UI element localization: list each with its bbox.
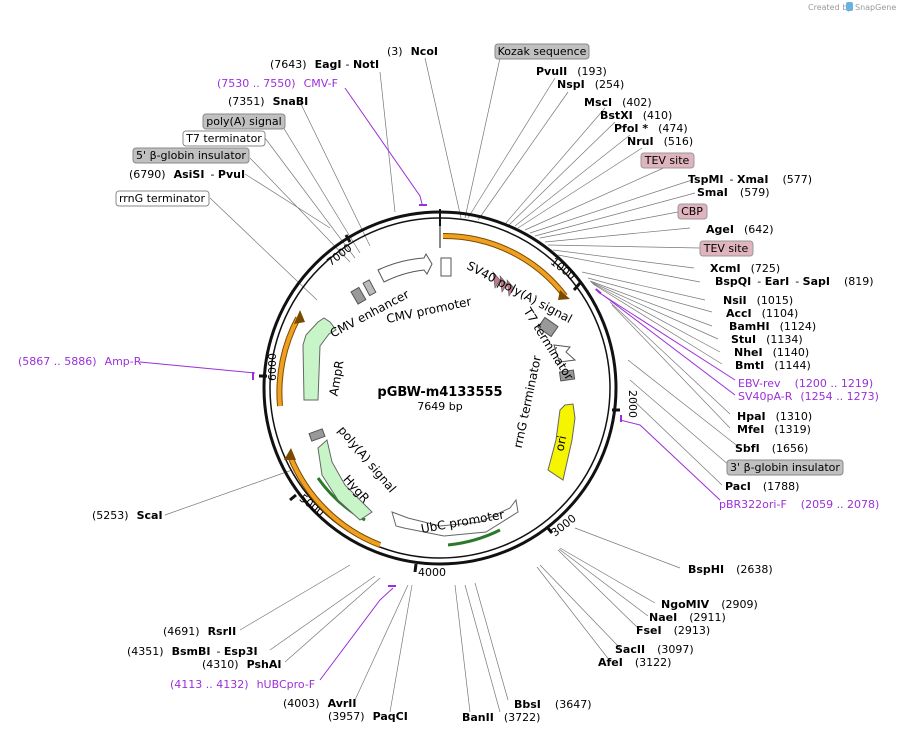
orange-arcs	[277, 233, 567, 547]
site-ngomiv[interactable]: NgoMIV(2909)	[661, 598, 758, 611]
site-nsii[interactable]: NsiI(1015)	[723, 294, 793, 307]
site-msci[interactable]: MscI(402)	[584, 96, 652, 109]
primer-marks	[252, 204, 622, 587]
tick-3000: 3000	[549, 512, 579, 539]
site-nspi[interactable]: NspI(254)	[557, 78, 624, 91]
t7-feature	[553, 344, 577, 363]
site-bmti[interactable]: BmtI(1144)	[735, 359, 811, 372]
tick-4000: 4000	[418, 566, 446, 579]
gray-feature-1	[350, 286, 367, 305]
cbp-text: CBP	[681, 205, 703, 218]
rrng-arc-label: rrnG terminator	[511, 354, 544, 449]
feature-box-polya[interactable]: poly(A) signal	[202, 113, 286, 130]
site-pfoi[interactable]: PfoI *(474)	[614, 122, 688, 135]
ori-label: ori	[552, 434, 569, 452]
feature-box-tev2[interactable]: TEV site	[699, 240, 754, 257]
site-eagi[interactable]: (7643)EagI- NotI	[270, 58, 379, 71]
site-agei[interactable]: AgeI(642)	[706, 223, 774, 236]
kozak-text: Kozak sequence	[498, 45, 587, 58]
tev2-text: TEV site	[703, 242, 749, 255]
site-ncoi[interactable]: (3)NcoI	[387, 45, 438, 58]
arc-arrow-1	[558, 290, 570, 300]
tev1-text: TEV site	[644, 154, 690, 167]
gray-feature-4	[558, 369, 576, 382]
site-hpai[interactable]: HpaI(1310)	[737, 410, 812, 423]
site-afei[interactable]: AfeI(3122)	[598, 656, 671, 669]
gray-feature-5	[308, 428, 326, 442]
primer-hubc[interactable]: (4113 .. 4132)hUBCpro-F	[170, 678, 315, 691]
site-asisi[interactable]: (6790)AsiSI- PvuI	[129, 168, 245, 181]
bglob3-text: 3' β-globin insulator	[730, 461, 840, 474]
site-stui[interactable]: StuI(1134)	[731, 333, 803, 346]
primer-ebvrev[interactable]: EBV-rev(1200 .. 1219)	[738, 377, 873, 390]
site-xcmi[interactable]: XcmI(725)	[710, 262, 780, 275]
pink-features	[492, 271, 515, 297]
primer-lines	[139, 87, 736, 681]
site-nrui[interactable]: NruI(516)	[627, 135, 693, 148]
site-bsphi[interactable]: BspHI(2638)	[688, 563, 773, 576]
hygr-feature	[317, 439, 373, 521]
site-banii[interactable]: BanII(3722)	[462, 711, 540, 724]
bglob5-text: 5' β-globin insulator	[136, 149, 246, 162]
primer-sv40pa[interactable]: SV40pA-R(1254 .. 1273)	[738, 390, 879, 403]
site-nhei[interactable]: NheI(1140)	[734, 346, 809, 359]
snapgene-logo-icon	[846, 2, 853, 11]
major-ticks	[259, 234, 620, 573]
site-paqci[interactable]: (3957)PaqCI	[328, 710, 408, 723]
site-sbfi[interactable]: SbfI(1656)	[735, 442, 808, 455]
site-smai[interactable]: SmaI(579)	[697, 186, 770, 199]
feature-box-rrng[interactable]: rrnG terminator	[115, 190, 210, 207]
ori-feature	[547, 403, 576, 481]
arc-arrow-2	[294, 310, 305, 324]
ubc-promoter-feature	[391, 498, 519, 537]
arc-arrow-3	[284, 448, 296, 460]
feature-box-bglob5[interactable]: 5' β-globin insulator	[132, 147, 250, 164]
site-mfei[interactable]: MfeI(1319)	[737, 423, 811, 436]
primer-cmvf[interactable]: (7530 .. 7550)CMV-F	[217, 77, 338, 90]
kozak-feature	[440, 257, 452, 277]
site-pshai[interactable]: (4310)PshAI	[202, 658, 281, 671]
feature-box-bglob3[interactable]: 3' β-globin insulator	[726, 459, 844, 476]
site-bsmbi[interactable]: (4351)BsmBI- Esp3I	[127, 645, 258, 658]
polya-text: poly(A) signal	[206, 115, 281, 128]
created-by-text: Created by	[808, 3, 852, 12]
tick-7000: 7000	[324, 241, 354, 268]
site-scai[interactable]: (5253)ScaI	[92, 509, 163, 522]
tick-6000: 6000	[266, 353, 279, 381]
primer-pbr322[interactable]: pBR322ori-F(2059 .. 2078)	[719, 498, 879, 511]
site-rsrii[interactable]: (4691)RsrII	[163, 625, 236, 638]
site-naei[interactable]: NaeI(2911)	[649, 611, 726, 624]
site-sacii[interactable]: SacII(3097)	[615, 643, 694, 656]
feature-box-cbp[interactable]: CBP	[677, 203, 708, 220]
plasmid-size: 7649 bp	[417, 400, 462, 413]
t7-text: T7 terminator	[185, 132, 262, 145]
gray-feature-2	[362, 279, 377, 297]
rrng-text: rrnG terminator	[119, 192, 206, 205]
primer-ampr[interactable]: (5867 .. 5886)Amp-R	[18, 355, 142, 368]
site-bstxi[interactable]: BstXI(410)	[600, 109, 672, 122]
feature-box-tev1[interactable]: TEV site	[640, 152, 695, 169]
cmv-enhancer-feature	[377, 252, 433, 283]
site-tspmi[interactable]: TspMI- XmaI(577)	[688, 173, 812, 186]
site-bbsi[interactable]: BbsI(3647)	[514, 698, 591, 711]
ampr-feature	[302, 317, 337, 401]
site-snabi[interactable]: (7351)SnaBI	[228, 95, 308, 108]
feature-box-t7[interactable]: T7 terminator	[182, 130, 266, 147]
ampr-label: AmpR	[327, 359, 347, 397]
plasmid-name: pGBW-m4133555	[377, 385, 502, 400]
snapgene-brand-text: SnapGene	[855, 3, 896, 12]
site-bspqi[interactable]: BspQI- EarI- SapI(819)	[715, 275, 874, 288]
feature-box-kozak[interactable]: Kozak sequence	[494, 43, 590, 60]
site-paci[interactable]: PacI(1788)	[725, 480, 799, 493]
site-bamhi[interactable]: BamHI(1124)	[729, 320, 816, 333]
site-acci[interactable]: AccI(1104)	[726, 307, 798, 320]
green-arc-ubc	[447, 528, 501, 547]
leader-lines	[164, 57, 741, 713]
site-pvuii[interactable]: PvuII(193)	[536, 65, 607, 78]
gray-feature-3	[537, 316, 559, 338]
tick-2000: 2000	[626, 390, 639, 418]
site-fsei[interactable]: FseI(2913)	[636, 624, 710, 637]
site-avrii[interactable]: (4003)AvrII	[283, 697, 356, 710]
